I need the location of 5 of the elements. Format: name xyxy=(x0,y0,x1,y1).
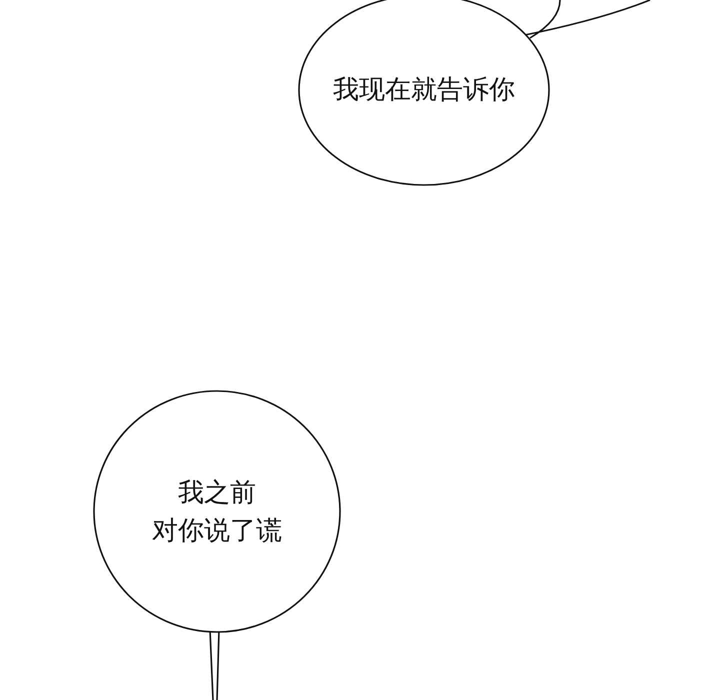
speech-bubble xyxy=(93,390,341,633)
dialogue-text: 对你说了谎 xyxy=(152,514,282,548)
dialogue-text: 我现在就告诉你 xyxy=(333,74,515,107)
dialogue-text: 我之前 xyxy=(178,476,256,510)
speech-bubble xyxy=(298,0,550,186)
